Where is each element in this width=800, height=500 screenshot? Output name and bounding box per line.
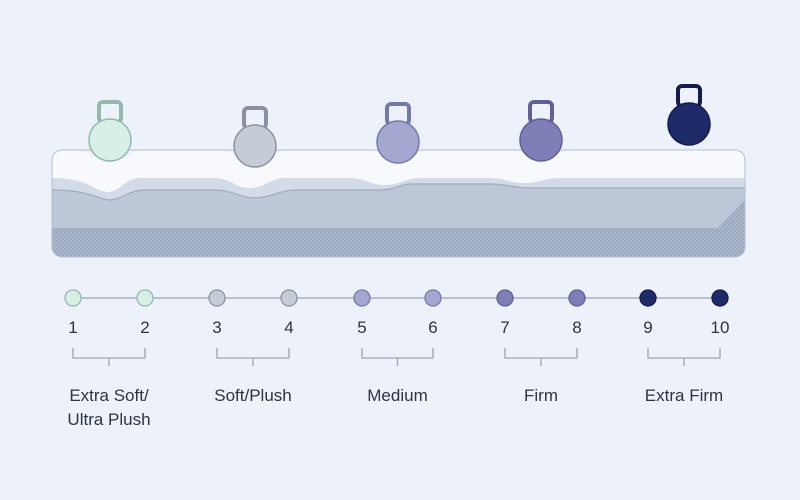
scale-number: 4 — [284, 318, 294, 337]
scale-number: 1 — [68, 318, 78, 337]
kettlebell-icon — [233, 106, 277, 168]
category-bracket — [504, 348, 578, 366]
category-label-line1: Soft/Plush — [214, 386, 292, 405]
category-label-line2: Ultra Plush — [67, 410, 151, 429]
scale-number: 10 — [710, 318, 730, 337]
category-label: Soft/Plush — [183, 384, 323, 408]
scale-dot — [424, 289, 442, 307]
scale-dot — [711, 289, 729, 307]
category-label: Firm — [471, 384, 611, 408]
kettlebell-icon — [667, 84, 711, 146]
category-bracket — [72, 348, 146, 366]
scale-dot — [280, 289, 298, 307]
category-label-line1: Extra Firm — [644, 386, 724, 405]
scale-dot — [568, 289, 586, 307]
scale-number: 3 — [212, 318, 222, 337]
scale-number: 2 — [140, 318, 150, 337]
scale-dot — [136, 289, 154, 307]
category-bracket — [216, 348, 290, 366]
scale-number: 6 — [428, 318, 438, 337]
category-label: Extra Firm — [614, 384, 754, 408]
scale-dot — [639, 289, 657, 307]
category-label: Extra Soft/Ultra Plush — [39, 384, 179, 432]
scale-dot — [353, 289, 371, 307]
mattress-top-layer — [52, 150, 745, 192]
category-label-line1: Extra Soft/ — [69, 386, 149, 405]
scale-dot — [64, 289, 82, 307]
category-bracket — [361, 348, 434, 366]
kettlebell-icon — [519, 100, 563, 162]
kettlebell-icon — [88, 100, 132, 162]
scale-number: 9 — [643, 318, 653, 337]
category-label: Medium — [328, 384, 468, 408]
category-label-line1: Medium — [367, 386, 428, 405]
category-bracket — [647, 348, 721, 366]
scale-number: 5 — [357, 318, 367, 337]
scale-number: 8 — [572, 318, 582, 337]
scale-dot — [496, 289, 514, 307]
kettlebell-icon — [376, 102, 420, 164]
scale-number: 7 — [500, 318, 510, 337]
category-label-line1: Firm — [524, 386, 558, 405]
scale-dot — [208, 289, 226, 307]
